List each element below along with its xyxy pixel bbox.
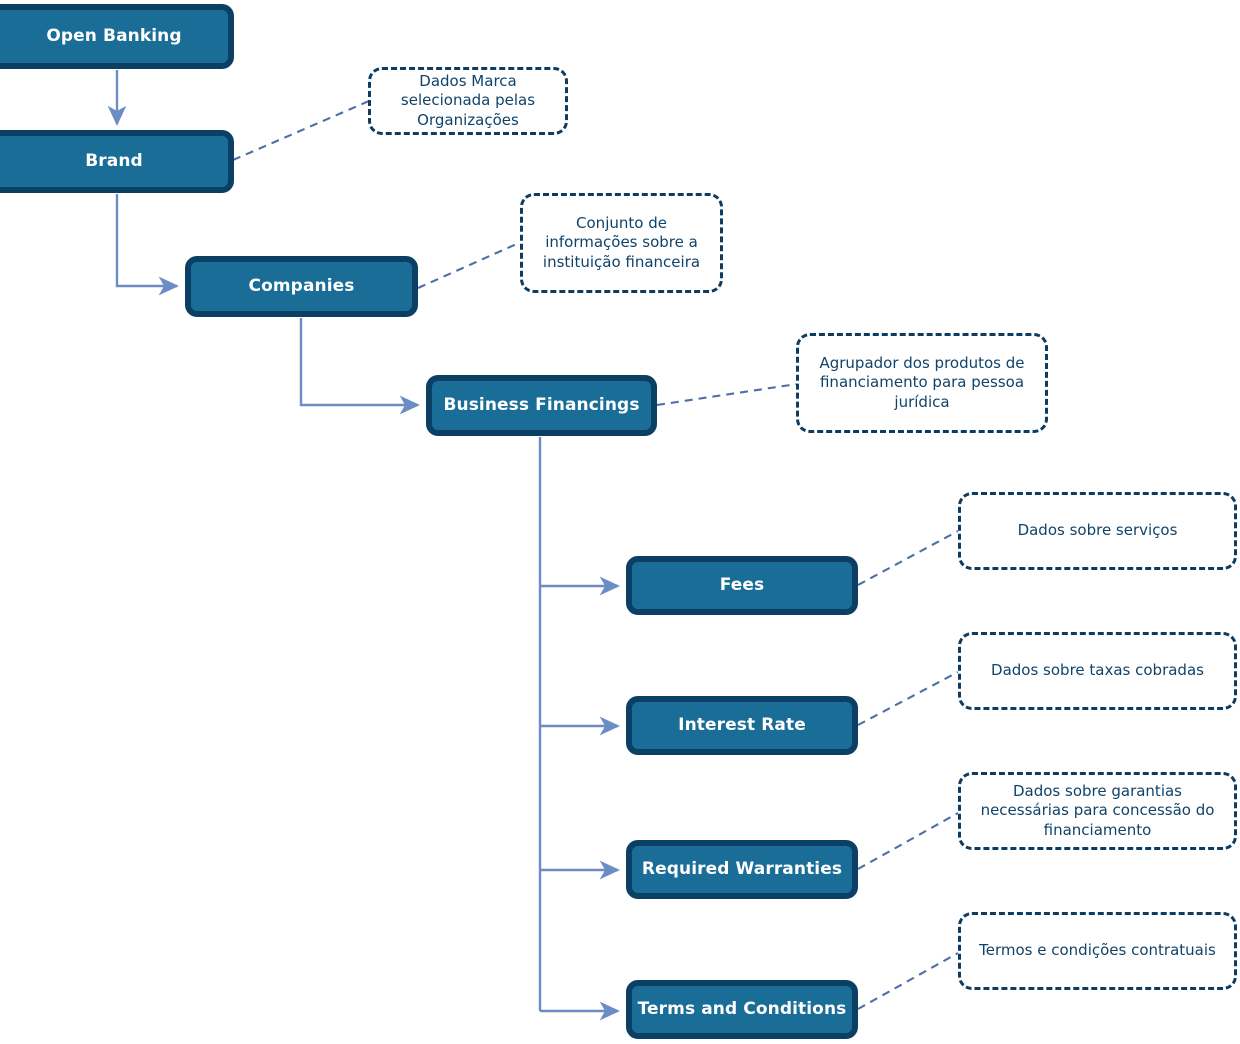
callout-interest-note: Dados sobre taxas cobradas <box>958 632 1237 710</box>
node-brand-label: Brand <box>85 150 143 171</box>
edge-companies-to-business-financings <box>299 318 420 415</box>
leader-companies-note <box>417 241 522 289</box>
callout-fees-note-text: Dados sobre serviços <box>1017 521 1178 540</box>
node-fees-label: Fees <box>719 574 765 595</box>
node-interest-rate-label: Interest Rate <box>678 714 806 735</box>
leader-terms-note <box>857 952 959 1010</box>
callout-companies-note-text: Conjunto de informações sobre a institui… <box>542 214 701 271</box>
leader-interest-note <box>857 671 959 726</box>
callout-financings-note: Agrupador dos produtos de financiamento … <box>796 333 1048 433</box>
node-required-warranties[interactable]: Required Warranties <box>626 840 858 899</box>
node-companies[interactable]: Companies <box>185 256 418 317</box>
callout-terms-note: Termos e condições contratuais <box>958 912 1237 990</box>
callout-brand-note-text: Dados Marca selecionada pelas Organizaçõ… <box>400 72 536 129</box>
node-open-banking[interactable]: Open Banking <box>0 4 234 69</box>
callout-companies-note: Conjunto de informações sobre a institui… <box>520 193 723 293</box>
node-terms-and-conditions-label: Terms and Conditions <box>637 998 847 1019</box>
node-required-warranties-label: Required Warranties <box>641 858 843 879</box>
node-fees[interactable]: Fees <box>626 556 858 615</box>
leader-warranties-note <box>857 812 959 870</box>
node-companies-label: Companies <box>248 275 355 296</box>
node-brand[interactable]: Brand <box>0 130 234 193</box>
callout-brand-note: Dados Marca selecionada pelas Organizaçõ… <box>368 67 568 135</box>
callout-fees-note: Dados sobre serviços <box>958 492 1237 570</box>
node-terms-and-conditions[interactable]: Terms and Conditions <box>626 980 858 1039</box>
leader-fees-note <box>857 530 959 586</box>
callout-financings-note-text: Agrupador dos produtos de financiamento … <box>819 354 1025 411</box>
node-business-financings[interactable]: Business Financings <box>426 375 657 436</box>
node-open-banking-label: Open Banking <box>46 25 182 46</box>
leader-brand-note <box>232 100 370 161</box>
callout-terms-note-text: Termos e condições contratuais <box>979 941 1216 960</box>
edge-brand-to-companies <box>115 194 179 296</box>
callout-warranties-note: Dados sobre garantias necessárias para c… <box>958 772 1237 850</box>
leader-financings-note <box>656 382 798 407</box>
callout-interest-note-text: Dados sobre taxas cobradas <box>991 661 1204 680</box>
node-interest-rate[interactable]: Interest Rate <box>626 696 858 755</box>
callout-warranties-note-text: Dados sobre garantias necessárias para c… <box>980 782 1215 839</box>
node-business-financings-label: Business Financings <box>443 394 640 415</box>
